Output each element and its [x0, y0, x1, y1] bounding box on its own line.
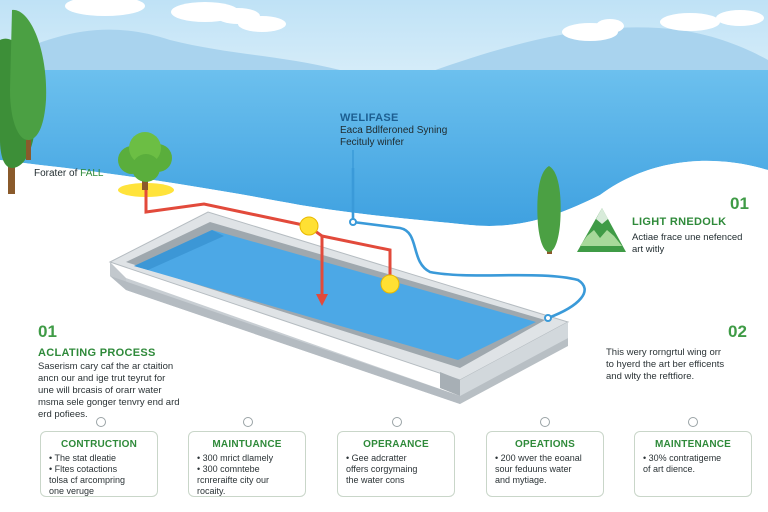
top-callout-line1: Eaca Bdlferoned Syning — [340, 125, 448, 136]
cypress-tree — [537, 166, 561, 254]
valve-1 — [299, 216, 319, 236]
clouds — [65, 0, 764, 41]
timeline-dot-1 — [96, 417, 106, 427]
pool — [108, 211, 570, 404]
forest-label: Forater of FALL — [34, 168, 104, 179]
card-title: MAINTENANCE — [654, 439, 732, 450]
card-construction: CONTRUCTION • The stat dleatie • Fltes c… — [40, 431, 158, 497]
card-title: CONTRUCTION — [60, 439, 138, 450]
left-block-number: 01 — [38, 322, 57, 341]
card-title: OPEATIONS — [515, 439, 575, 450]
left-block-text: Saserism cary caf the ar ctaition ancn o… — [38, 361, 180, 420]
card-title: OPERAANCE — [363, 439, 429, 450]
right-top-line1: Actiae frace une nefenced — [632, 232, 743, 243]
card-maintenance: MAINTENANCE • 30% contratigeme of art di… — [634, 431, 752, 497]
left-block-title: ACLATING PROCESS — [38, 347, 156, 359]
right-top-number: 01 — [730, 194, 749, 213]
timeline-dot-3 — [392, 417, 402, 427]
tall-trees-left — [0, 9, 47, 194]
card-title: MAINTUANCE — [212, 439, 282, 450]
mountain-icon — [577, 208, 626, 252]
lake — [0, 70, 768, 226]
forest-label-accent: FALL — [80, 168, 104, 179]
top-callout-line2: Fecituly winfer — [340, 137, 404, 148]
timeline-dot-2 — [243, 417, 253, 427]
right-top-line2: art witly — [632, 244, 665, 255]
timeline-dot-4 — [540, 417, 550, 427]
timeline-dot-5 — [688, 417, 698, 427]
red-pipe — [144, 190, 309, 228]
blue-pipe — [351, 168, 586, 320]
card-operaance: OPERAANCE • Gee adcratter offers corgyma… — [337, 431, 455, 497]
pool-water — [134, 230, 536, 360]
red-arrow — [316, 294, 328, 306]
card-opeations: OPEATIONS • 200 wver the eoanal sour fed… — [486, 431, 604, 497]
top-callout-title: WELIFASE — [340, 112, 399, 124]
right-block-text: This wery rorngrtul wing orr to hyerd th… — [606, 347, 725, 382]
card-maintuance: MAINTUANCE • 300 mrict dlamely • 300 com… — [188, 431, 306, 497]
valve-2 — [380, 274, 400, 294]
right-top-title: LIGHT RNEDOLK — [632, 216, 727, 228]
right-block-number: 02 — [728, 322, 747, 341]
